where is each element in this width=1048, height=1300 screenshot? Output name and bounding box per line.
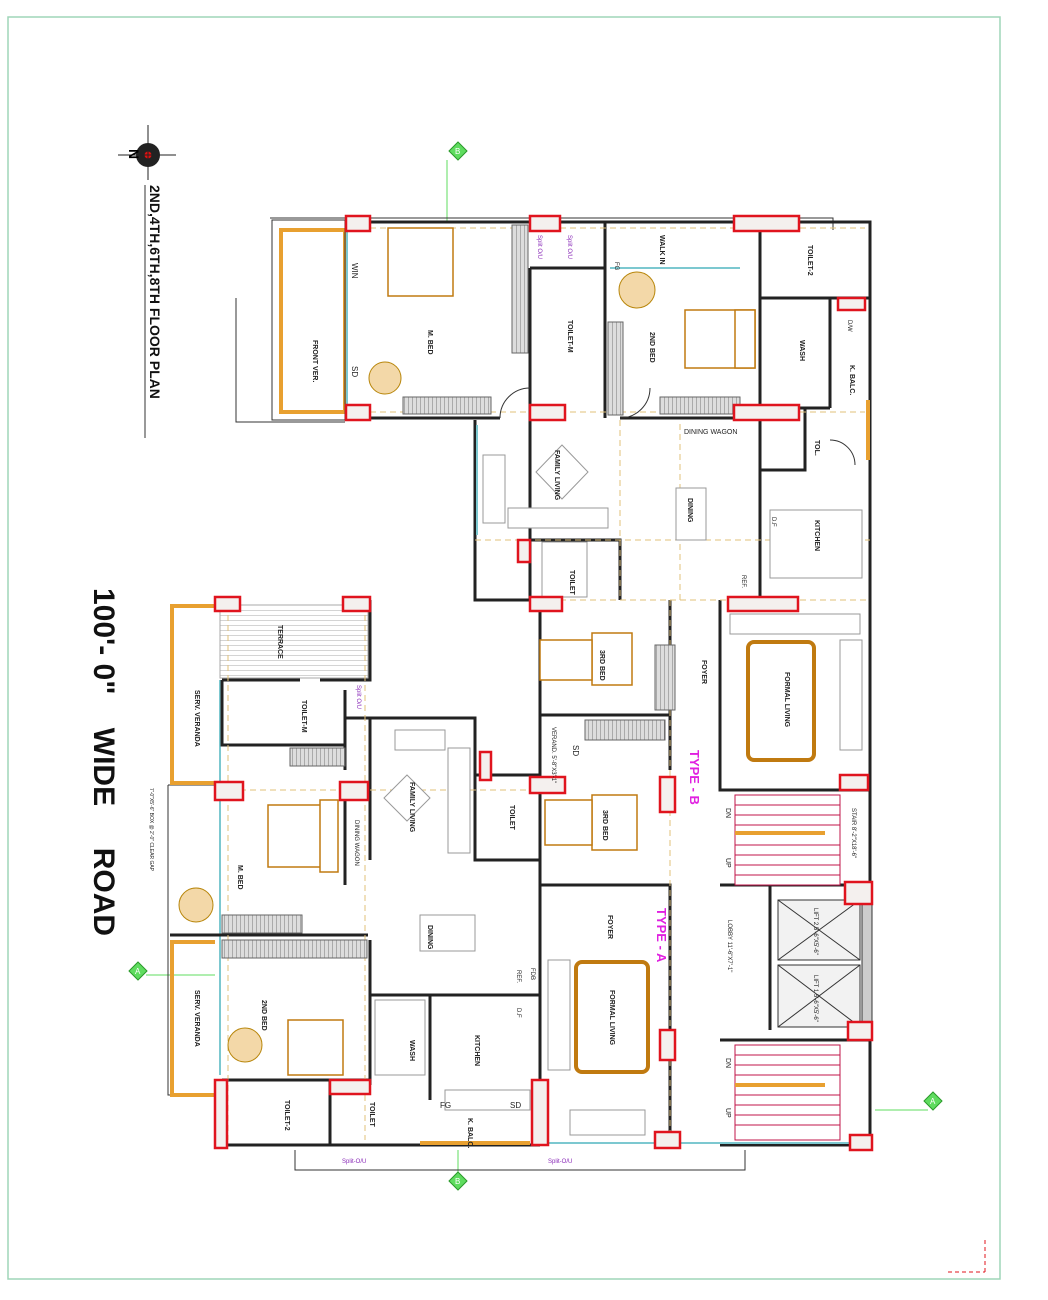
sheet-border [7, 16, 1001, 1280]
label-split-bottom: Split-O/U [342, 1159, 366, 1165]
svg-text:B: B [455, 147, 460, 156]
label-second-bed-upper: 2ND BED [648, 332, 655, 363]
label-foyer-b: FOYER [700, 660, 707, 684]
label-df-lower: D.F [515, 1008, 521, 1018]
label-fg-lower: FG [440, 1101, 451, 1110]
plot-line [235, 217, 834, 1171]
label-sd-lower: SD [510, 1101, 521, 1110]
label-bed-type-b: 3RD BED [598, 650, 605, 681]
label-split-bottom-2: Split-O/U [548, 1159, 572, 1165]
svg-text:N: N [126, 149, 142, 159]
label-kitchen-upper: KITCHEN [813, 520, 820, 551]
label-sd-upper: SD [350, 366, 359, 377]
label-df-upper: D.F [770, 517, 776, 527]
front-verandah-railing [279, 228, 347, 414]
road-label: 100'- 0" WIDE ROAD [87, 588, 120, 936]
label-dining-upper: DINING [686, 498, 693, 523]
label-up-2: UP [724, 1108, 731, 1118]
label-wash-upper: WASH [798, 340, 805, 361]
label-kitchen-balcony-upper: K. BALC. [848, 365, 855, 395]
grid-marker-bottom: B [448, 1150, 468, 1191]
label-master-bed-upper: M. BED [426, 330, 433, 355]
type-b-label: TYPE - B [687, 750, 702, 805]
label-ac-note: 7'-0"X5'-6" BOX @ 2'-0" CLEAR GAP [148, 788, 154, 872]
label-bed-type-a: 3RD BED [601, 810, 608, 841]
label-dn-2: DN [724, 1058, 731, 1068]
label-master-bed-lower: M. BED [236, 865, 243, 890]
label-toilet-2-upper: TOILET-2 [806, 245, 813, 276]
label-lobby: LOBBY 11'-6"X7'-1" [726, 920, 732, 972]
formal-living-rug-a [574, 960, 650, 1074]
label-foyer-a: FOYER [606, 915, 613, 939]
label-toilet-3-lower: TOILET [368, 1102, 375, 1127]
label-toilet-upper: TOILET [568, 570, 575, 595]
room-labels: FRONT VER. M. BED TOILET-M Split O/U Spl… [148, 235, 856, 1165]
svg-text:A: A [135, 967, 141, 976]
lift-shafts [777, 889, 873, 1031]
label-verandah: VERAND. 5'-8"X3'-1" [550, 727, 556, 783]
corner-mark [948, 1238, 986, 1273]
label-toilet-m-lower: TOILET-M [300, 700, 307, 733]
label-lift-2: LIFT 2 5'-6"X5'-6" [812, 908, 818, 955]
label-dining-wagon-lower: DINING WAGON [353, 820, 359, 866]
staircase-2 [734, 1044, 841, 1141]
label-ref-upper: REF. [740, 575, 746, 588]
terrace-hatch [219, 604, 369, 679]
label-toilet-small-upper: TOL. [813, 440, 820, 456]
label-dining-lower: DINING [426, 925, 433, 950]
label-fdb: FDB [529, 968, 535, 980]
north-compass-icon: N [118, 125, 176, 180]
label-kitchen-lower: KITCHEN [473, 1035, 480, 1066]
lower-unit [170, 595, 874, 1152]
armchair-rug [368, 361, 402, 395]
label-split-2: Split O/U [566, 235, 572, 259]
label-dn-1: DN [724, 808, 731, 818]
label-lift-1: LIFT 1 5'-6"X5'-6" [812, 975, 818, 1022]
grid-marker-right: A [875, 1091, 943, 1111]
label-terrace: TERRACE [276, 625, 283, 659]
label-toilet-m-upper: TOILET-M [566, 320, 573, 353]
label-ref-lower: REF. [515, 970, 521, 983]
label-family-living-lower: FAMILY LIVING [408, 782, 415, 833]
label-split-lower: Split O/U [355, 685, 361, 709]
label-serv-verandah-2: SERV. VERANDA [193, 990, 200, 1047]
plan-title: 2ND,4TH,6TH,8TH FLOOR PLAN [147, 185, 163, 399]
label-toilet-2-lower: TOILET-2 [283, 1100, 290, 1131]
formal-living-rug-b [746, 640, 816, 762]
label-dining-wagon-upper: DINING WAGON [684, 429, 737, 436]
grid-marker-left: A [128, 961, 215, 981]
label-toilet-lower: TOILET [508, 805, 515, 830]
label-front-verandah: FRONT VER. [311, 340, 318, 382]
upper-unit [271, 214, 872, 602]
master-bed-furniture [387, 227, 454, 297]
label-fg-upper: FG [613, 262, 619, 271]
label-stair: STAIR 8'-2"X18'-6" [850, 808, 856, 858]
svg-text:B: B [455, 1177, 460, 1186]
label-dw: D/W [846, 320, 852, 332]
label-family-living-upper: FAMILY LIVING [553, 450, 560, 501]
label-win: WIN [350, 263, 359, 279]
label-second-bed-lower: 2ND BED [260, 1000, 267, 1031]
label-wash-lower: WASH [408, 1040, 415, 1061]
label-formal-living-a: FORMAL LIVING [608, 990, 615, 1046]
label-walk-in: WALK IN [658, 235, 665, 265]
svg-text:A: A [930, 1097, 936, 1106]
grid-marker-top: B [446, 141, 468, 222]
label-split-1: Split O/U [536, 235, 542, 259]
label-serv-verandah-1: SERV. VERANDA [193, 690, 200, 747]
staircase-1 [734, 794, 841, 886]
label-up-1: UP [724, 858, 731, 868]
type-a-label: TYPE - A [654, 908, 669, 963]
label-kitchen-balcony-lower: K. BALC. [466, 1118, 473, 1148]
label-sd-core: SD [571, 745, 580, 756]
label-formal-living-b: FORMAL LIVING [783, 672, 790, 728]
